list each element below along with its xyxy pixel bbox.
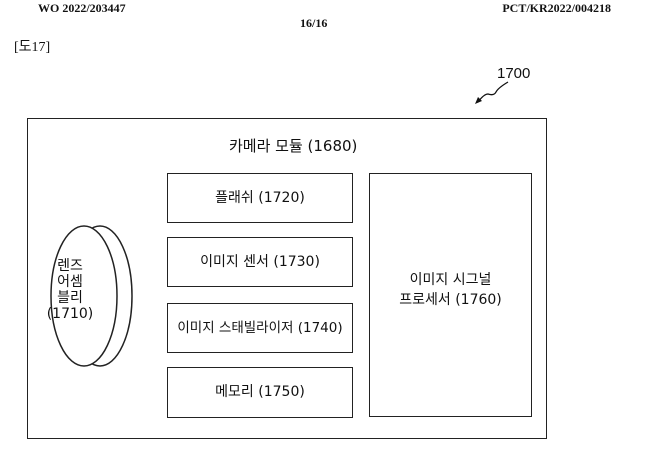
lens-assembly-line: 어셈 xyxy=(57,274,83,290)
camera-module-label: 카메라 모듈 (1680) xyxy=(229,137,358,155)
isp-label-line: 프로세서 (1760) xyxy=(399,292,502,308)
memory-label: 메모리 (1750) xyxy=(215,384,305,400)
image-stabilizer-label: 이미지 스태빌라이저 (1740) xyxy=(177,319,343,336)
image-stabilizer-box: 이미지 스태빌라이저 (1740) xyxy=(167,303,353,353)
image-sensor-label: 이미지 센서 (1730) xyxy=(200,253,320,270)
figure-label: [도17] xyxy=(14,40,51,55)
image-signal-processor-label: 이미지 시그널 프로세서 (1760) xyxy=(369,270,532,310)
lens-assembly-line: (1710) xyxy=(46,306,94,322)
lens-assembly-label: 렌즈 어셈 블리 (1710) xyxy=(45,258,95,322)
lens-assembly-shape xyxy=(50,225,133,367)
image-signal-processor-box xyxy=(369,173,532,417)
publication-number: WO 2022/203447 xyxy=(38,1,126,15)
memory-box: 메모리 (1750) xyxy=(167,367,353,418)
figure-reference-number: 1700 xyxy=(497,65,531,82)
application-number: PCT/KR2022/004218 xyxy=(502,1,611,15)
image-sensor-box: 이미지 센서 (1730) xyxy=(167,237,353,287)
flash-box: 플래쉬 (1720) xyxy=(167,173,353,223)
flash-label: 플래쉬 (1720) xyxy=(215,189,305,206)
lens-assembly-line: 블리 xyxy=(57,290,83,306)
reference-arrow-icon xyxy=(475,81,509,104)
page-number: 16/16 xyxy=(300,16,328,30)
lens-assembly-line: 렌즈 xyxy=(57,258,83,274)
isp-label-line: 이미지 시그널 xyxy=(409,272,492,288)
